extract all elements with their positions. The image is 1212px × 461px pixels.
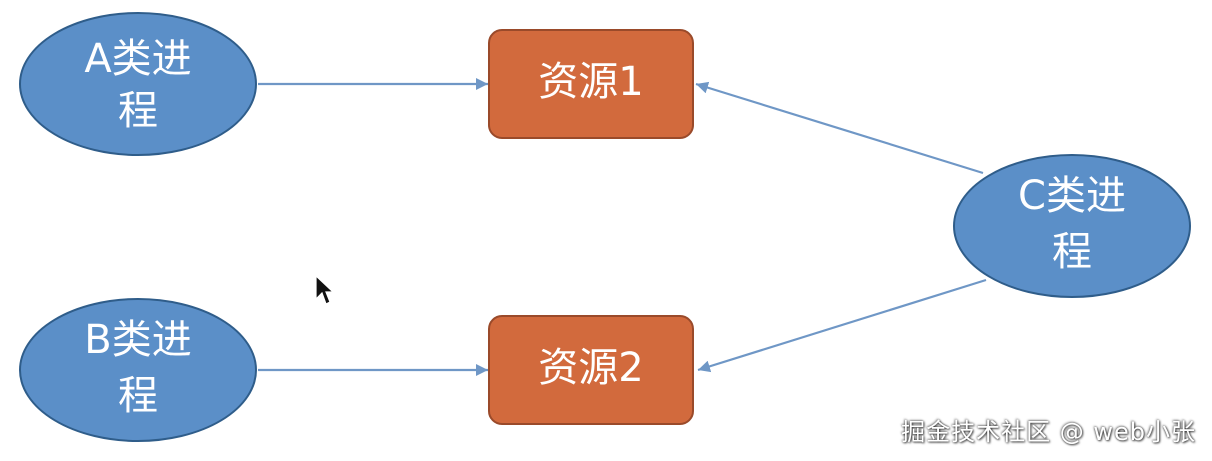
resource-2-node: 资源2 xyxy=(488,315,694,425)
process-a-node: A类进 程 xyxy=(19,12,257,156)
process-c-label-line2: 程 xyxy=(1052,229,1092,275)
process-a-label-line1: A类进 xyxy=(84,36,191,82)
process-c-node: C类进 程 xyxy=(953,154,1191,298)
mouse-pointer-icon xyxy=(315,275,333,305)
resource-2-label: 资源2 xyxy=(538,345,643,391)
resource-1-node: 资源1 xyxy=(488,29,694,139)
process-c-label-line1: C类进 xyxy=(1018,173,1126,219)
process-a-label-line2: 程 xyxy=(118,88,158,134)
process-b-node: B类进 程 xyxy=(19,298,257,442)
process-b-label-line1: B类进 xyxy=(84,317,191,363)
process-b-label-line2: 程 xyxy=(118,373,158,419)
connector-c-to-resource-1 xyxy=(695,81,984,175)
watermark-text: 掘金技术社区 @ web小张 xyxy=(901,418,1196,446)
connector-c-to-resource-2 xyxy=(697,278,987,373)
resource-1-label: 资源1 xyxy=(538,59,643,105)
